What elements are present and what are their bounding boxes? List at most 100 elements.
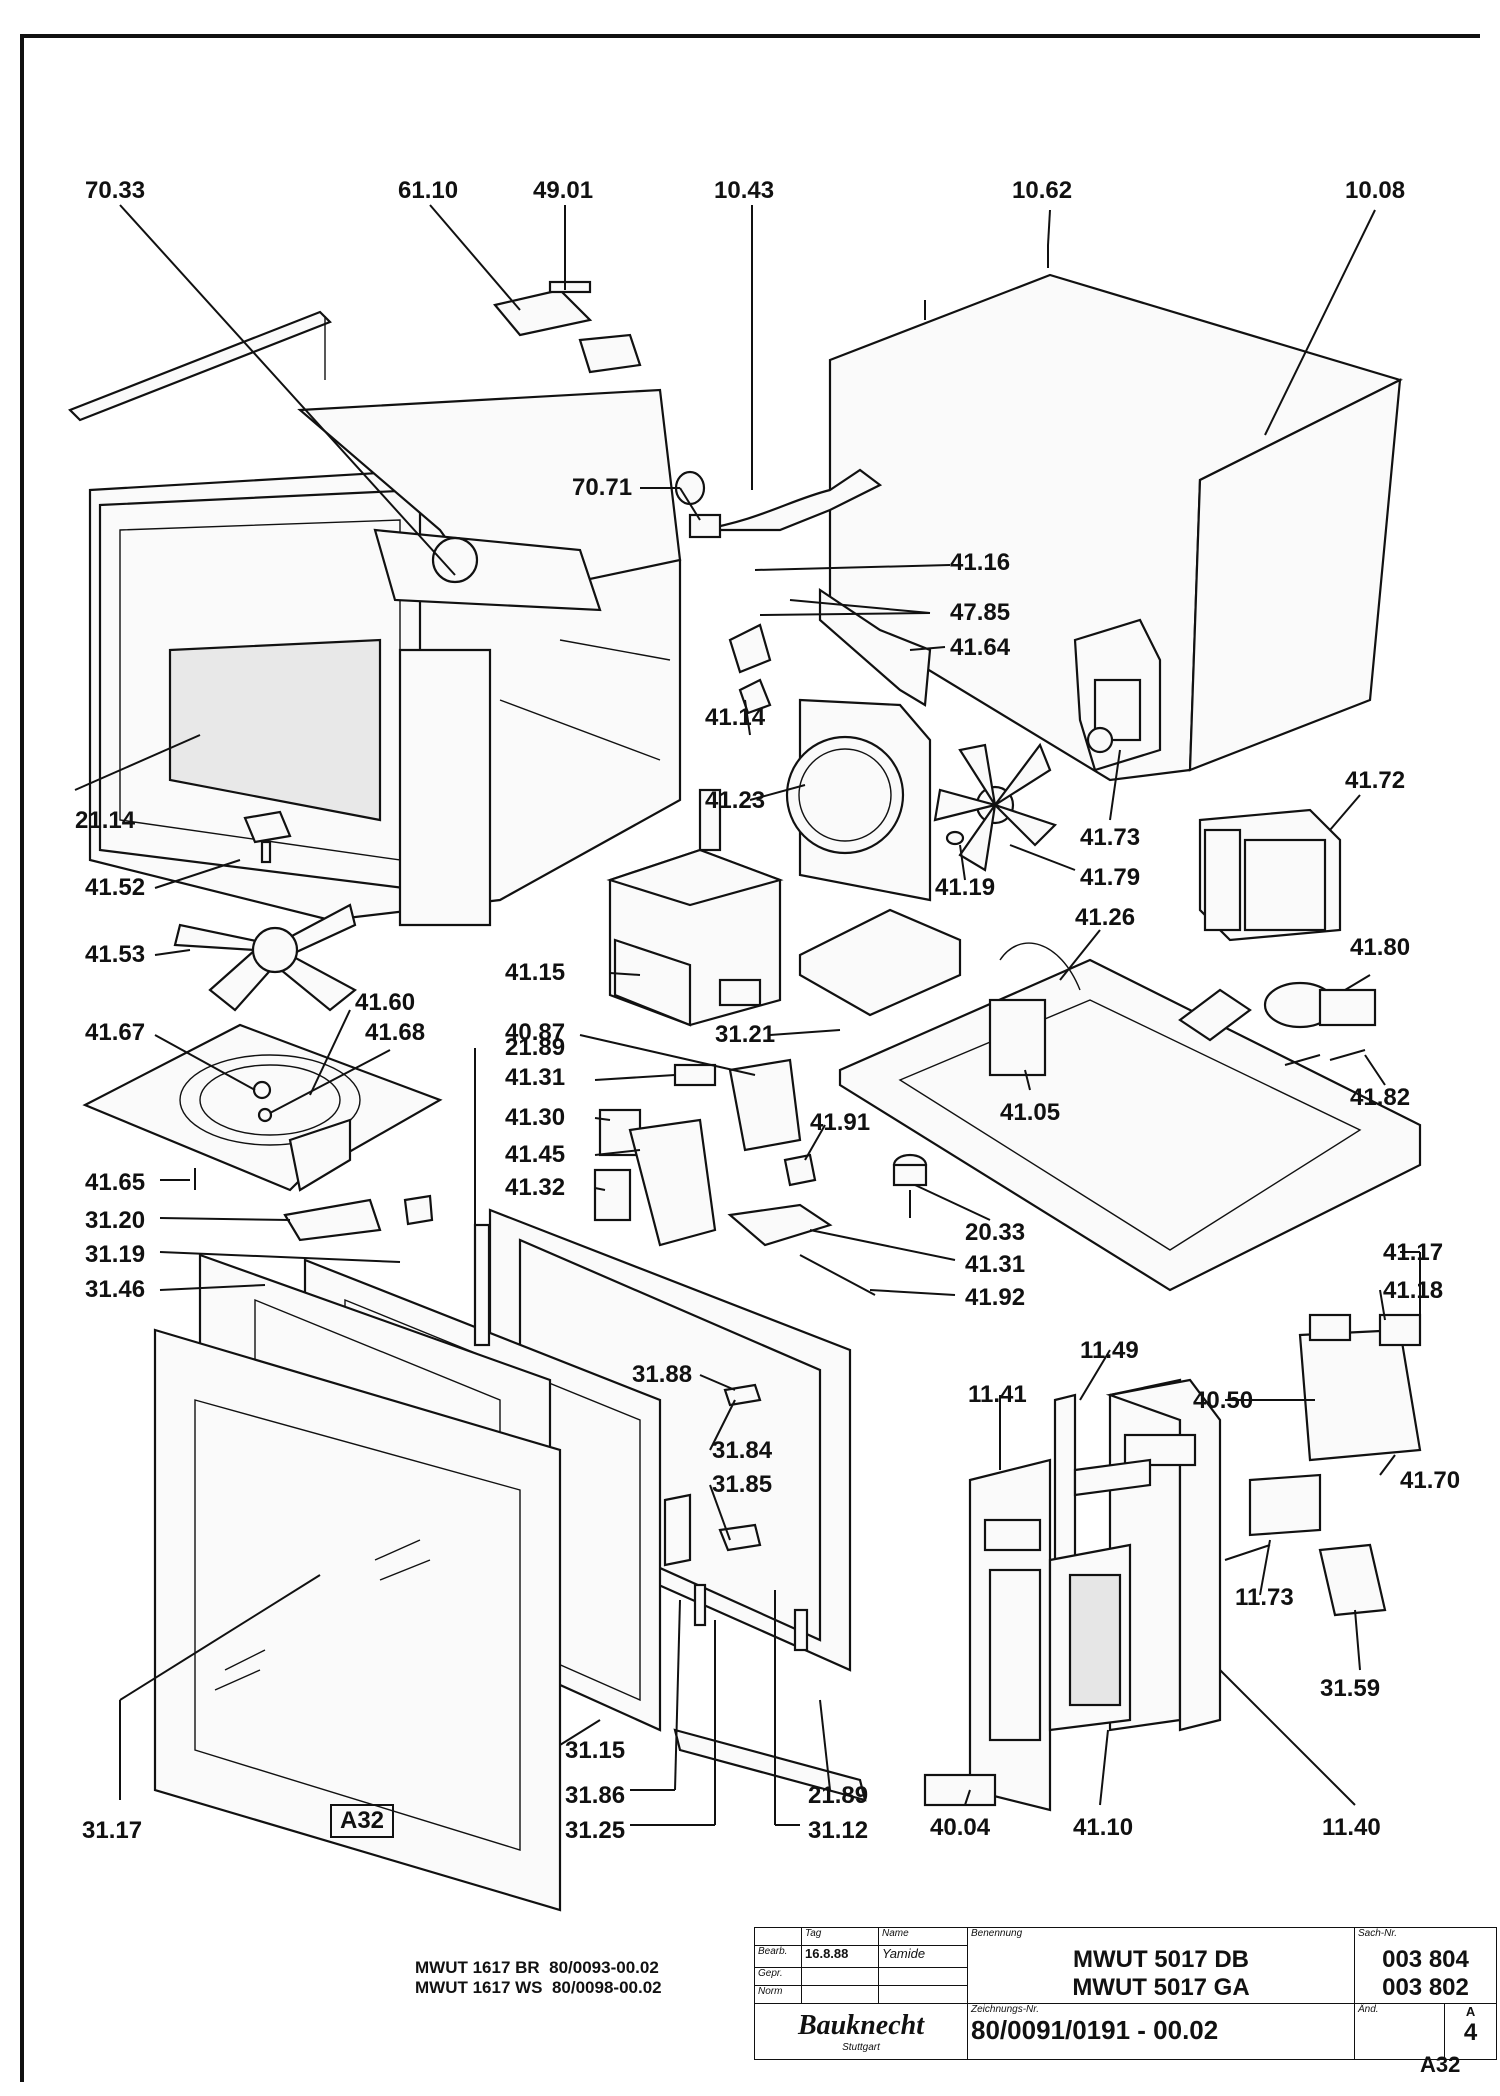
col-benennung: Benennung <box>967 1927 1355 1946</box>
part-callout: 49.01 <box>533 177 593 204</box>
row-bearb: Bearb. <box>754 1945 802 1968</box>
part-callout: 41.10 <box>1073 1814 1133 1841</box>
part-callout: 31.88 <box>632 1361 692 1388</box>
aend-label: Änd. <box>1358 2004 1379 2015</box>
drawing-frame <box>20 34 1480 2082</box>
variant-line: MWUT 1617 WS 80/0098-00.02 <box>415 1978 662 1997</box>
name-value: Yamide <box>878 1945 968 1968</box>
transformer <box>1198 808 1342 942</box>
part-callout: 21.89 <box>505 1034 565 1061</box>
turntable-motor <box>1263 981 1377 1066</box>
part-callout: 41.91 <box>810 1109 870 1136</box>
model-variants: MWUT 1617 BR 80/0093-00.02 MWUT 1617 WS … <box>415 1958 662 1998</box>
part-callout: 41.67 <box>85 1019 145 1046</box>
oven-cavity <box>88 388 682 927</box>
part-callout: 41.26 <box>1075 904 1135 931</box>
part-callout: 20.33 <box>965 1219 1025 1246</box>
waveguide-parts <box>728 587 932 715</box>
aend-value: 4 <box>1463 2019 1478 2046</box>
magnetron <box>606 788 784 1027</box>
part-callout: 40.04 <box>930 1814 991 1841</box>
part-callout: 41.30 <box>505 1104 565 1131</box>
part-callout: 41.45 <box>505 1141 565 1168</box>
part-callout: 41.73 <box>1080 824 1140 851</box>
col-name: Name <box>878 1927 968 1946</box>
part-callout: 11.49 <box>1080 1337 1139 1364</box>
part-callout: 61.10 <box>398 177 458 204</box>
part-callout: 31.21 <box>715 1021 775 1048</box>
part-callout: 41.17 <box>1383 1239 1443 1266</box>
part-callout: 21.89 <box>808 1782 868 1809</box>
part-callout: 41.53 <box>85 941 145 968</box>
part-callout: 41.68 <box>365 1019 425 1046</box>
sach-2: 003 802 <box>1382 1974 1469 2002</box>
part-callout: 41.31 <box>505 1064 565 1091</box>
variant-line: MWUT 1617 BR 80/0093-00.02 <box>415 1958 659 1977</box>
part-callout: 47.85 <box>950 599 1010 626</box>
part-callout: 11.41 <box>968 1381 1027 1408</box>
aend-top: A <box>1465 2004 1476 2019</box>
small-hardware <box>194 1168 434 1242</box>
part-callout: 41.05 <box>1000 1099 1060 1126</box>
brand-city: Stuttgart <box>842 2042 880 2053</box>
row-gepr: Gepr. <box>754 1967 802 1986</box>
part-callout: 31.86 <box>565 1782 625 1809</box>
part-callout: 70.71 <box>572 474 632 501</box>
part-callout: 31.46 <box>85 1276 145 1303</box>
base-plate <box>798 908 1422 1292</box>
brand-logo: Bauknecht <box>797 2010 925 2041</box>
part-callout: 41.80 <box>1350 934 1410 961</box>
outer-cover <box>828 273 1403 782</box>
part-callout: 31.84 <box>712 1437 773 1464</box>
part-callout: 10.43 <box>714 177 774 204</box>
part-callout: 10.62 <box>1012 177 1072 204</box>
power-cord <box>674 468 883 539</box>
part-callout: 41.92 <box>965 1284 1025 1311</box>
model-2: MWUT 5017 GA <box>1072 1974 1250 2002</box>
turntable-parts <box>173 810 357 1012</box>
top-screws <box>924 245 1049 320</box>
part-callout: 31.19 <box>85 1241 145 1268</box>
drawing-number: 80/0091/0191 - 00.02 <box>971 2015 1219 2045</box>
part-callout: 41.65 <box>85 1169 145 1196</box>
sheet-tag: A32 <box>330 1804 394 1838</box>
fuse-holder <box>493 280 642 374</box>
part-callout: 41.15 <box>505 959 565 986</box>
part-callout: 41.32 <box>505 1174 565 1201</box>
control-panel <box>923 1378 1222 1812</box>
part-callout: 31.59 <box>1320 1675 1380 1702</box>
part-callout: 31.25 <box>565 1817 625 1844</box>
col-sach: Sach-Nr. <box>1354 1927 1497 1946</box>
part-callout: 31.17 <box>82 1817 142 1844</box>
part-callout: 41.19 <box>935 874 995 901</box>
part-callout: 31.12 <box>808 1817 868 1844</box>
part-callout: 41.14 <box>705 704 766 731</box>
door-assembly <box>153 1208 867 1912</box>
interlock-switches <box>593 1058 876 1296</box>
part-callout: 41.23 <box>705 787 765 814</box>
part-callout: 41.70 <box>1400 1467 1460 1494</box>
col-tag: Tag <box>801 1927 879 1946</box>
zeichnung-label: Zeichnungs-Nr. <box>971 2004 1039 2015</box>
part-callout: 11.73 <box>1235 1584 1294 1611</box>
model-1: MWUT 5017 DB <box>1072 1946 1250 1974</box>
part-callout: 41.52 <box>85 874 145 901</box>
sheet-number: A32 <box>1420 2052 1461 2077</box>
part-callout: 41.79 <box>1080 864 1140 891</box>
part-callout: 41.31 <box>965 1251 1025 1278</box>
part-callout: 41.18 <box>1383 1277 1443 1304</box>
date-value: 16.8.88 <box>801 1945 879 1968</box>
part-callout: 41.82 <box>1350 1084 1410 1111</box>
row-norm: Norm <box>754 1985 802 2004</box>
fan-and-motor <box>933 618 1162 872</box>
part-callout: 41.16 <box>950 549 1010 576</box>
part-callout: 41.64 <box>950 634 1011 661</box>
part-callout: 31.85 <box>712 1471 772 1498</box>
spacer-part <box>892 1153 928 1218</box>
control-board <box>1224 1313 1422 1617</box>
part-callout: 10.08 <box>1345 177 1405 204</box>
part-callout: 41.60 <box>355 989 415 1016</box>
part-callout: 40.87 <box>505 1019 565 1046</box>
part-callout: 40.50 <box>1193 1387 1253 1414</box>
